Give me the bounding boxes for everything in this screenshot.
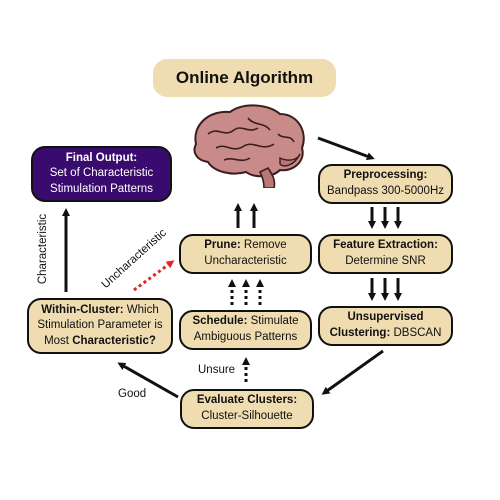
within-cluster-tail: Which: [123, 303, 159, 316]
within-cluster-heading: Within-Cluster:: [41, 303, 124, 316]
within-cluster-line3a: Most: [44, 334, 73, 347]
evaluate-clusters-box: Evaluate Clusters: Cluster-Silhouette: [180, 389, 314, 429]
within-cluster-line2: Stimulation Parameter is: [37, 319, 163, 332]
within-cluster-box: Within-Cluster: Which Stimulation Parame…: [27, 298, 173, 354]
schedule-tail: Stimulate: [247, 315, 299, 328]
unsupervised-tail: DBSCAN: [390, 327, 442, 339]
prune-tail: Remove: [240, 239, 287, 252]
final-output-line2: Stimulation Patterns: [50, 182, 153, 195]
schedule-box: Schedule: Stimulate Ambiguous Patterns: [179, 310, 312, 350]
final-output-box: Final Output: Set of Characteristic Stim…: [31, 146, 172, 202]
preprocessing-line1: Bandpass 300-5000Hz: [327, 185, 444, 197]
arrows-schedule-to-prune: [228, 279, 264, 305]
preprocessing-box: Preprocessing: Bandpass 300-5000Hz: [318, 164, 453, 204]
label-good: Good: [118, 388, 147, 400]
prune-heading: Prune:: [204, 239, 241, 252]
unsupervised-heading1: Unsupervised: [347, 311, 424, 324]
arrow-evaluate-to-within-cluster: [117, 362, 179, 399]
feature-extraction-heading: Feature Extraction:: [333, 239, 438, 252]
evaluate-line1: Cluster-Silhouette: [201, 410, 293, 422]
schedule-heading: Schedule:: [192, 315, 248, 328]
prune-box: Prune: Remove Uncharacteristic: [179, 234, 312, 274]
unsupervised-clustering-box: Unsupervised Clustering: DBSCAN: [318, 306, 453, 346]
label-characteristic: Characteristic: [37, 213, 49, 285]
arrows-prune-to-brain: [234, 203, 258, 228]
arrows-preprocessing-to-feature: [368, 207, 402, 229]
final-output-heading: Final Output:: [65, 151, 138, 164]
arrow-within-cluster-to-prune: [133, 260, 175, 292]
final-output-line1: Set of Characteristic: [49, 167, 154, 180]
unsupervised-heading2: Clustering:: [329, 327, 391, 339]
feature-extraction-line1: Determine SNR: [345, 255, 426, 267]
within-cluster-line3c: ?: [148, 334, 156, 347]
schedule-line2: Ambiguous Patterns: [193, 331, 298, 343]
brain-icon: [193, 104, 305, 188]
prune-line2: Uncharacteristic: [204, 255, 287, 267]
preprocessing-heading: Preprocessing:: [343, 169, 428, 182]
diagram-title: Online Algorithm: [153, 59, 336, 97]
within-cluster-line3b: Characteristic: [72, 334, 149, 347]
evaluate-heading: Evaluate Clusters:: [196, 394, 298, 407]
arrows-feature-to-unsupervised: [368, 278, 402, 301]
arrow-unsupervised-to-evaluate: [321, 349, 384, 395]
arrow-brain-to-preprocessing: [317, 136, 375, 161]
label-unsure: Unsure: [198, 364, 236, 376]
feature-extraction-box: Feature Extraction: Determine SNR: [318, 234, 453, 274]
